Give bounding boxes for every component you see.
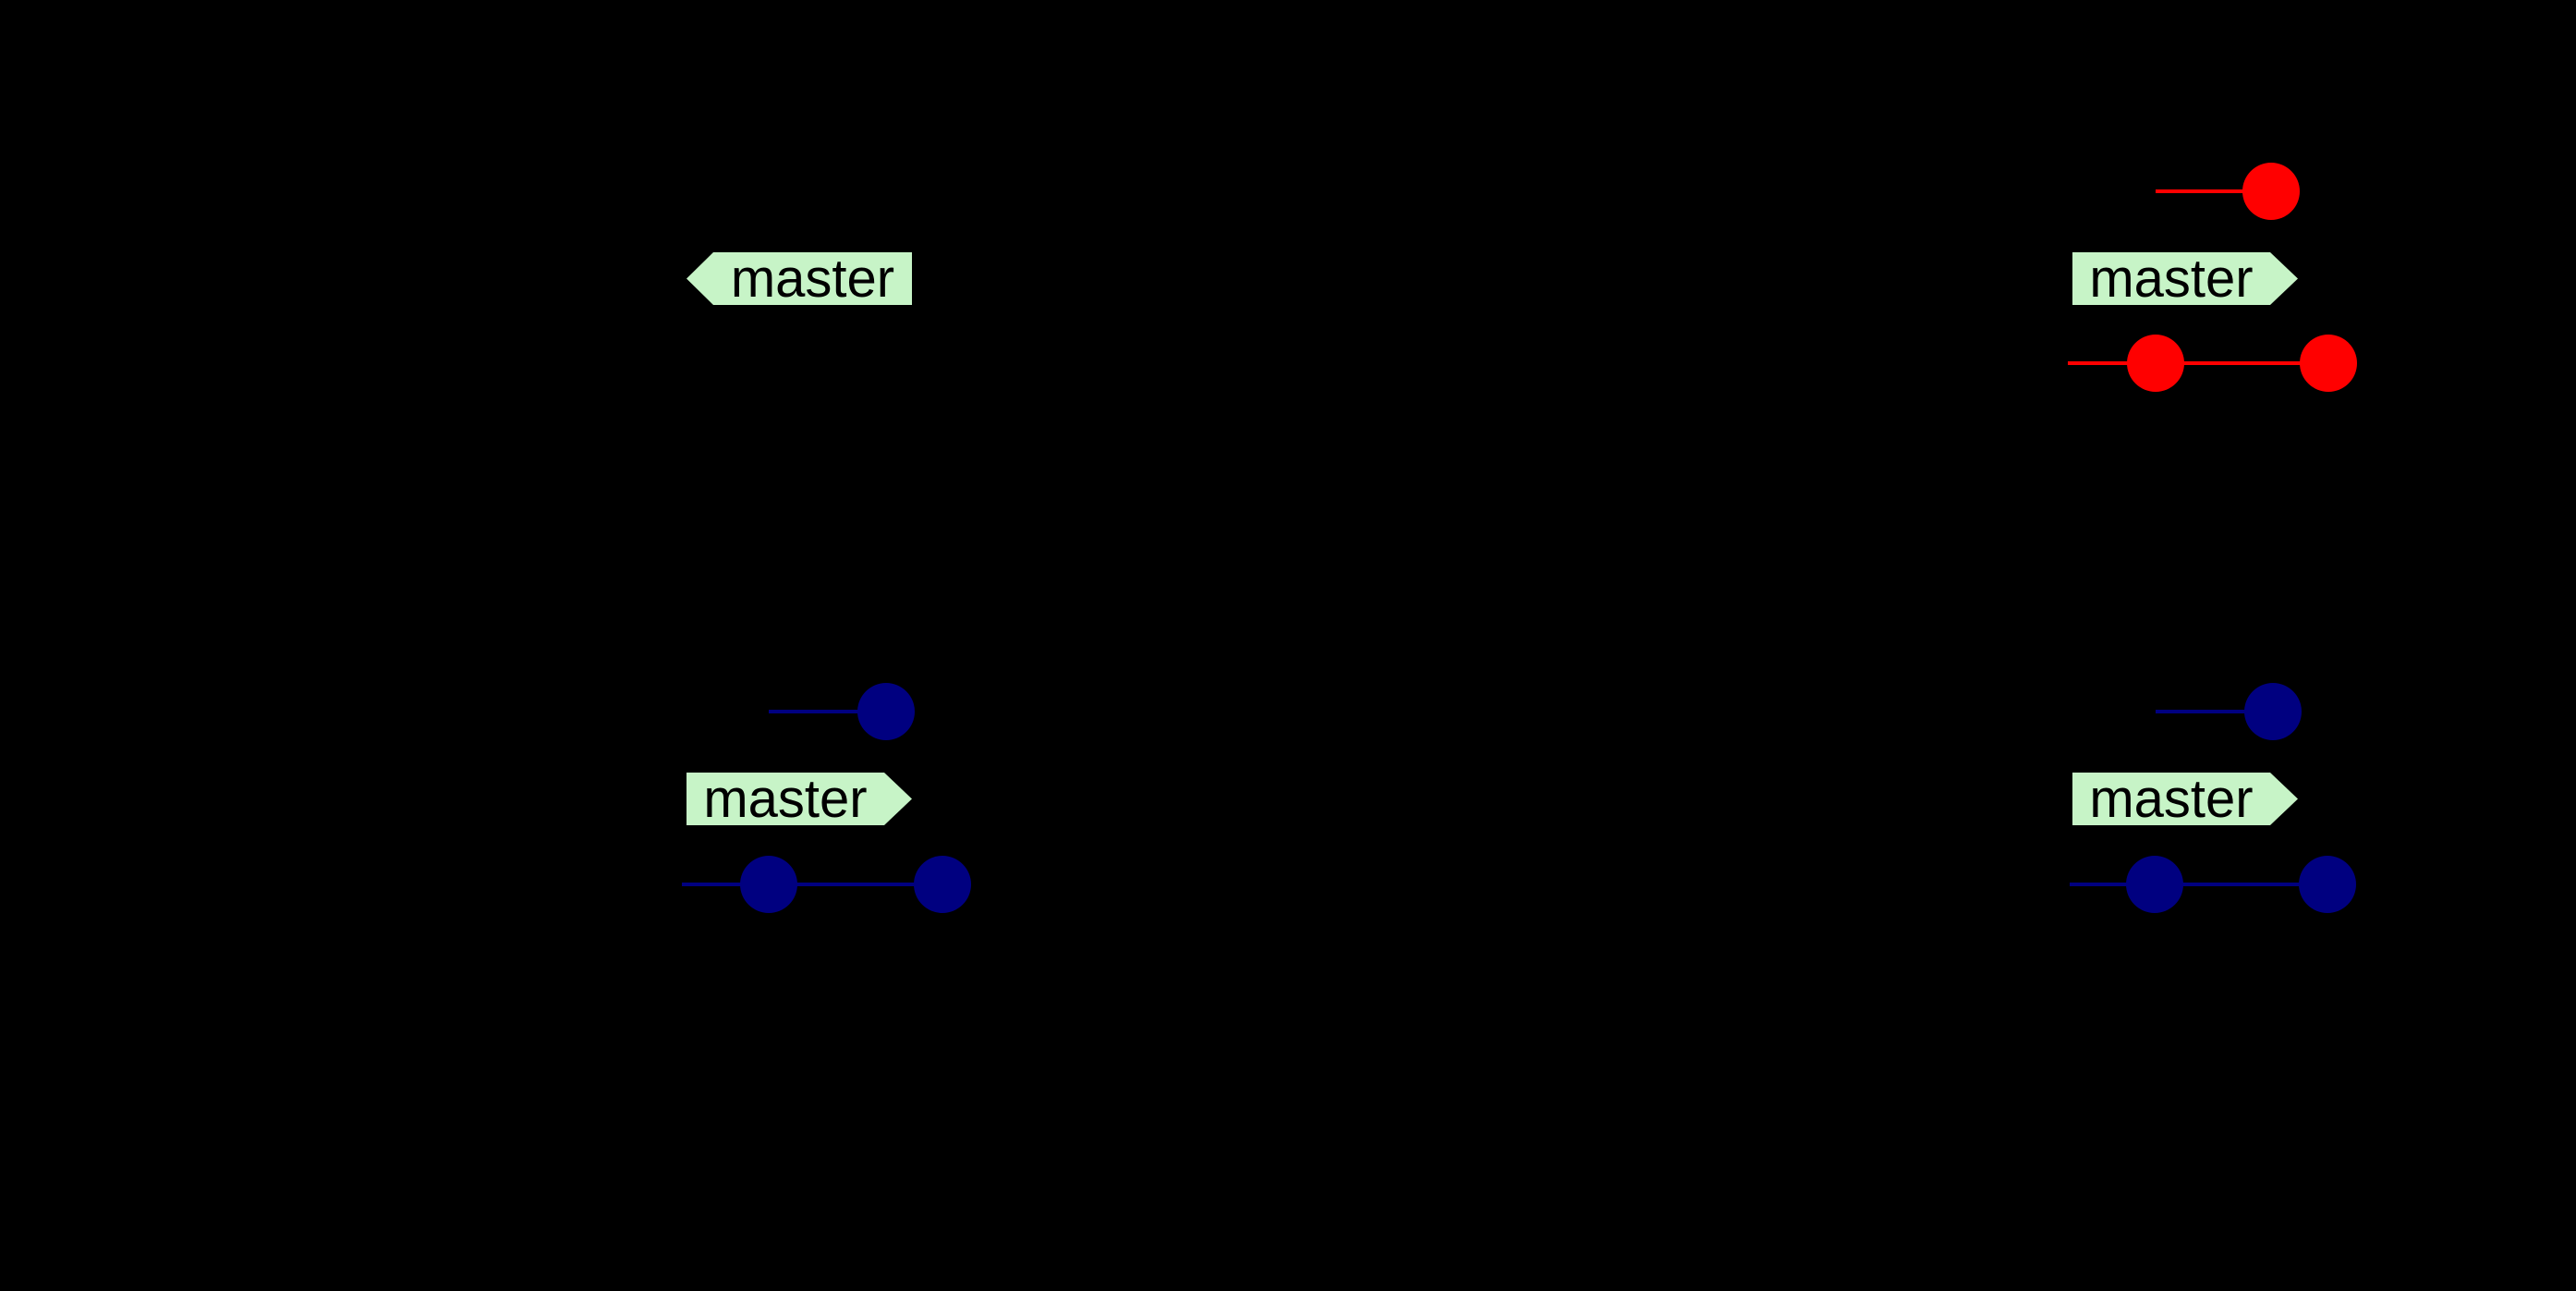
commit-node [2127, 335, 2184, 392]
branch-badge-label: master [2089, 249, 2253, 309]
commit-node [2242, 163, 2300, 220]
commit-node [2126, 856, 2183, 913]
branch-badge-label: master [703, 769, 867, 829]
branch-badge [687, 252, 912, 305]
commit-node [857, 683, 915, 740]
commit-node [740, 856, 797, 913]
branch-badge-label: master [731, 249, 894, 309]
branch-badge-label: master [2089, 769, 2253, 829]
commit-node [2244, 683, 2302, 740]
branch-badge [2072, 773, 2298, 825]
commit-node [2299, 856, 2356, 913]
repo-graph-middle-left-repo: master [682, 683, 971, 913]
commit-node [914, 856, 971, 913]
branch-badge [687, 773, 912, 825]
commit-node [2300, 335, 2357, 392]
repo-graph-top-left-repo: master [687, 249, 912, 309]
repo-graph-middle-right-repo: master [2070, 683, 2356, 913]
repo-graph-top-right-repo: master [2068, 163, 2357, 392]
branch-badge [2072, 252, 2298, 305]
